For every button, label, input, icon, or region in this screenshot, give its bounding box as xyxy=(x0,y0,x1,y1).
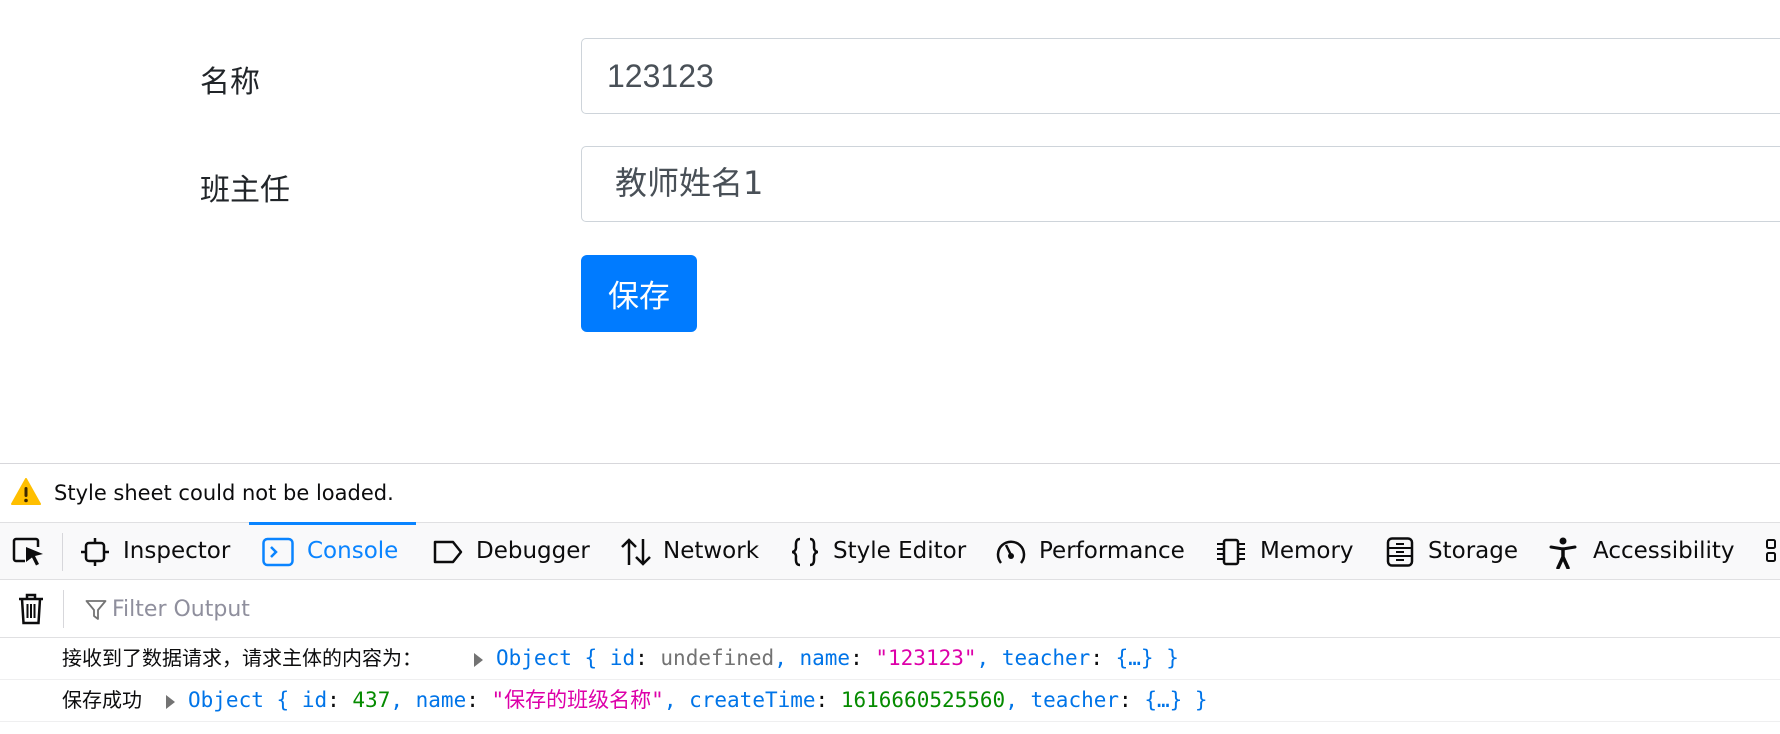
tab-storage[interactable]: Storage xyxy=(1385,523,1535,580)
tab-performance[interactable]: Performance xyxy=(995,523,1195,580)
tab-label: Style Editor xyxy=(833,538,967,564)
name-input[interactable] xyxy=(581,38,1780,114)
teacher-select[interactable]: 教师姓名1 xyxy=(581,146,1780,222)
tab-accessibility[interactable]: Accessibility xyxy=(1548,523,1738,580)
console-log-line: 保存成功 Object { id: 437, name: "保存的班级名称", … xyxy=(0,680,1780,722)
log-object[interactable]: Object { id: undefined, name: "123123", … xyxy=(496,646,1179,670)
tab-inspector[interactable]: Inspector xyxy=(80,523,250,580)
tab-label: Inspector xyxy=(123,538,231,564)
tab-network[interactable]: Network xyxy=(619,523,779,580)
tab-style-editor[interactable]: Style Editor xyxy=(790,523,980,580)
log-object[interactable]: Object { id: 437, name: "保存的班级名称", creat… xyxy=(188,688,1208,712)
storage-icon xyxy=(1386,537,1414,567)
console-icon xyxy=(262,537,294,567)
debugger-icon xyxy=(433,540,463,564)
tab-label: Memory xyxy=(1260,538,1354,564)
tab-debugger[interactable]: Debugger xyxy=(432,523,602,580)
expand-caret-icon[interactable] xyxy=(166,695,175,709)
network-icon xyxy=(621,538,651,566)
filter-separator xyxy=(63,590,64,628)
teacher-label: 班主任 xyxy=(200,173,290,208)
filter-output-input[interactable] xyxy=(112,592,812,626)
devtools-toolbar: Inspector Console Debugger Network Style… xyxy=(0,522,1780,580)
name-label: 名称 xyxy=(200,65,260,100)
warning-text: Style sheet could not be loaded. xyxy=(54,481,394,505)
performance-icon xyxy=(996,540,1026,564)
filter-icon xyxy=(85,600,107,620)
style-editor-icon xyxy=(791,537,819,567)
console-log-line: 接收到了数据请求，请求主体的内容为： Object { id: undefine… xyxy=(0,638,1780,680)
tab-label: Debugger xyxy=(476,538,590,564)
tab-label: Accessibility xyxy=(1593,538,1735,564)
tab-label: Console xyxy=(307,538,399,564)
memory-icon xyxy=(1217,538,1245,566)
accessibility-icon xyxy=(1549,537,1577,569)
clear-console-trash-icon[interactable] xyxy=(17,593,45,625)
expand-caret-icon[interactable] xyxy=(474,653,483,667)
inspector-icon xyxy=(81,538,109,566)
form-row-name: 名称 xyxy=(0,38,1780,118)
tab-label: Storage xyxy=(1428,538,1518,564)
element-picker-icon[interactable] xyxy=(12,535,46,567)
form-row-teacher: 班主任 教师姓名1 xyxy=(0,146,1780,226)
more-tools-icon[interactable] xyxy=(1766,537,1780,567)
stylesheet-warning-bar: Style sheet could not be loaded. xyxy=(0,463,1780,522)
tab-console[interactable]: Console xyxy=(249,522,416,580)
tab-label: Network xyxy=(663,538,760,564)
tab-memory[interactable]: Memory xyxy=(1215,523,1365,580)
toolbar-separator xyxy=(62,533,63,571)
save-button[interactable]: 保存 xyxy=(581,255,697,332)
console-filter-bar xyxy=(0,580,1780,638)
log-message: 保存成功 xyxy=(62,688,142,712)
warning-icon xyxy=(11,478,41,505)
tab-label: Performance xyxy=(1039,538,1185,564)
log-message: 接收到了数据请求，请求主体的内容为： xyxy=(62,646,422,670)
